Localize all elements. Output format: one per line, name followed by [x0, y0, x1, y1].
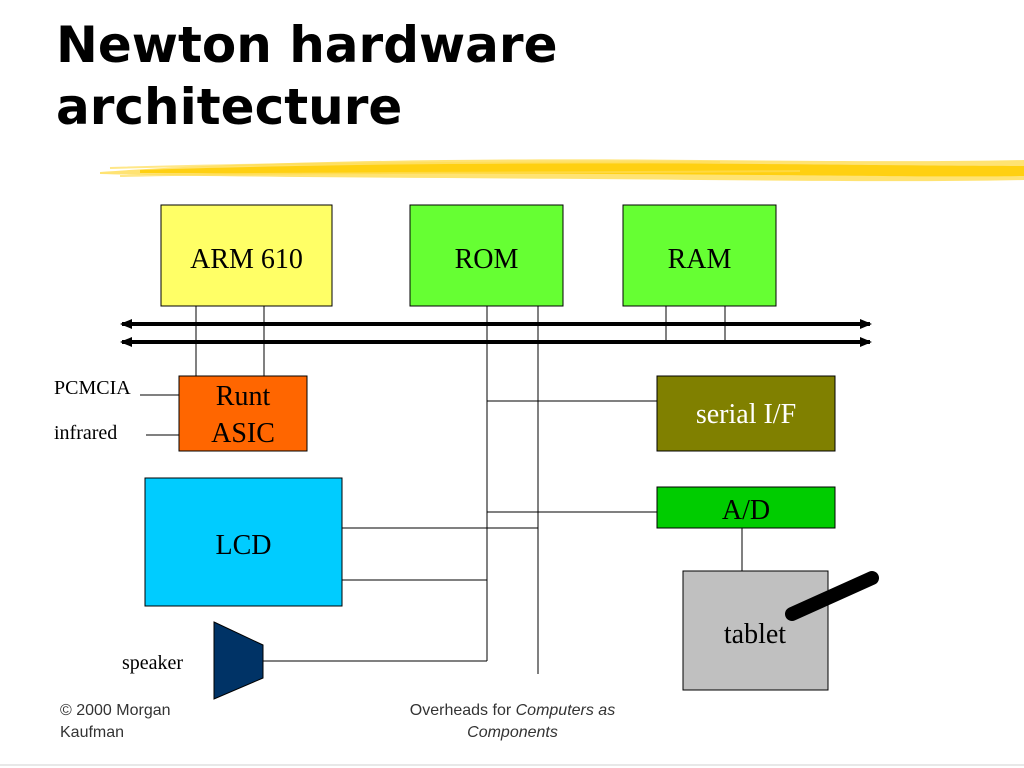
rom-label: ROM: [455, 244, 519, 275]
copyright-footer: © 2000 Morgan Kaufman: [60, 700, 260, 744]
stylus-icon: [785, 571, 879, 621]
serial-if-block: [656, 375, 836, 452]
tablet-label: tablet: [724, 619, 786, 650]
infrared-label: infrared: [54, 422, 117, 444]
ad-block: [656, 486, 836, 529]
lcd-label: LCD: [216, 530, 272, 561]
overheads-prefix: Overheads for: [409, 702, 516, 719]
footer-divider: [0, 764, 1024, 766]
runt-asic-block: [178, 375, 308, 452]
title-line-1: Newton hardware: [56, 16, 558, 74]
ad-label: A/D: [722, 495, 770, 526]
ram-block: [622, 204, 777, 307]
title-line-2: architecture: [56, 78, 403, 136]
pcmcia-label: PCMCIA: [54, 377, 131, 399]
tablet-block: [682, 570, 829, 691]
arm610-block: [160, 204, 333, 307]
runt-asic-label-line1: Runt: [216, 381, 271, 412]
speaker-icon: [213, 621, 264, 700]
connector-lines: [140, 306, 743, 674]
copyright-line-1: © 2000 Morgan: [60, 702, 171, 719]
copyright-line-2: Kaufman: [60, 724, 125, 741]
arm610-label: ARM 610: [190, 244, 303, 275]
lcd-block: [144, 477, 343, 607]
ram-label: RAM: [668, 244, 732, 275]
overheads-title-line-1: Computers as: [515, 702, 616, 719]
speaker-label: speaker: [122, 652, 183, 674]
rom-block: [409, 204, 564, 307]
overheads-title-line-2: Components: [467, 724, 558, 741]
slide-title: Newton hardware architecture: [56, 14, 756, 138]
overheads-footer: Overheads for Computers as Components: [360, 700, 665, 744]
runt-asic-label-line2: ASIC: [211, 418, 275, 449]
serial-if-label: serial I/F: [696, 399, 796, 430]
